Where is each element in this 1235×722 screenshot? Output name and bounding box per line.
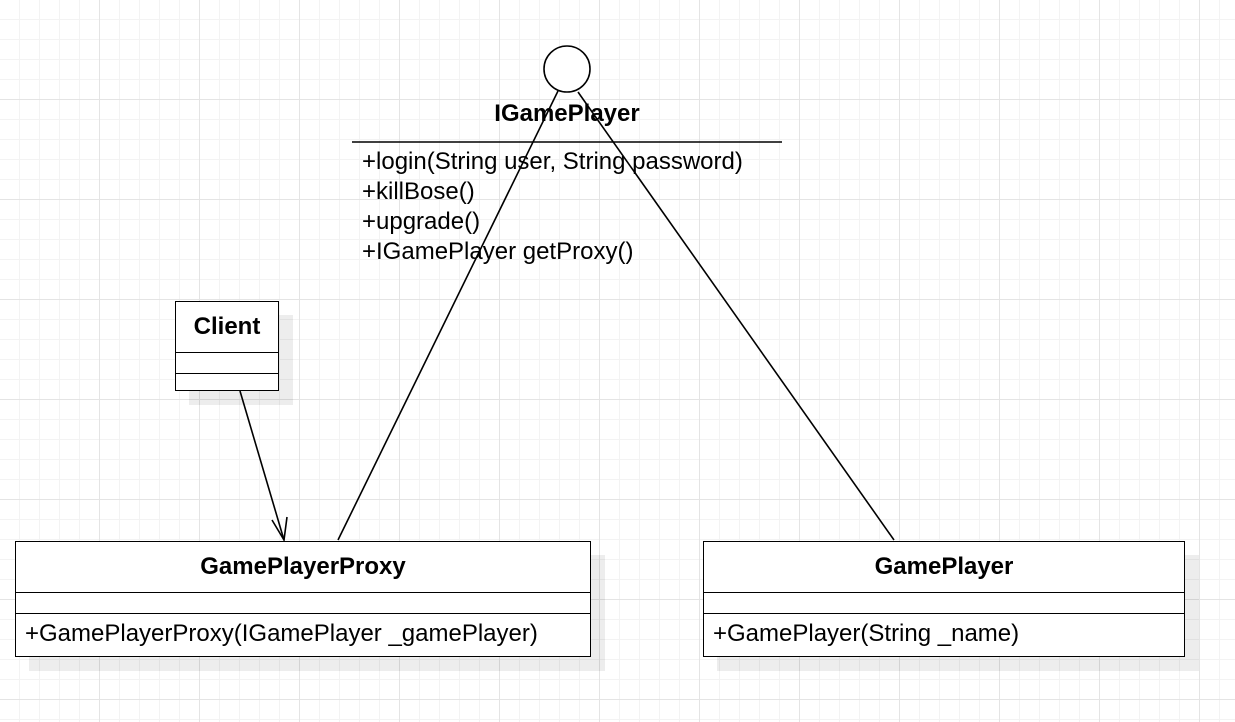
client-class-operations	[176, 374, 278, 390]
interface-operation-killbose: +killBose()	[362, 178, 475, 205]
interface-operation-login: +login(String user, String password)	[362, 148, 743, 175]
gameplayerproxy-class-name: GamePlayerProxy	[16, 542, 590, 593]
gameplayer-class-name: GamePlayer	[704, 542, 1184, 593]
gameplayer-class-operation: +GamePlayer(String _name)	[713, 620, 1020, 647]
interface-operation-upgrade: +upgrade()	[362, 208, 481, 235]
gameplayer-class[interactable]: GamePlayer +GamePlayer(String _name)	[703, 541, 1185, 657]
interface-lollipop-circle[interactable]	[543, 45, 591, 93]
client-class-name: Client	[176, 302, 278, 353]
interface-operation-getproxy: +IGamePlayer getProxy()	[362, 238, 634, 265]
association-arrowhead	[271, 516, 288, 543]
gameplayerproxy-class-attributes	[16, 593, 590, 614]
interface-name[interactable]: IGamePlayer	[494, 100, 640, 127]
gameplayerproxy-class-operation: +GamePlayerProxy(IGamePlayer _gamePlayer…	[25, 620, 538, 647]
player-realization-edge[interactable]	[577, 91, 895, 541]
client-class[interactable]: Client	[175, 301, 279, 391]
gameplayer-class-attributes	[704, 593, 1184, 614]
client-association-edge[interactable]	[239, 390, 285, 541]
client-class-attributes	[176, 353, 278, 374]
interface-operations[interactable]: +login(String user, String password) +ki…	[362, 147, 743, 267]
proxy-realization-edge[interactable]	[337, 90, 559, 541]
gameplayerproxy-class[interactable]: GamePlayerProxy +GamePlayerProxy(IGamePl…	[15, 541, 591, 657]
